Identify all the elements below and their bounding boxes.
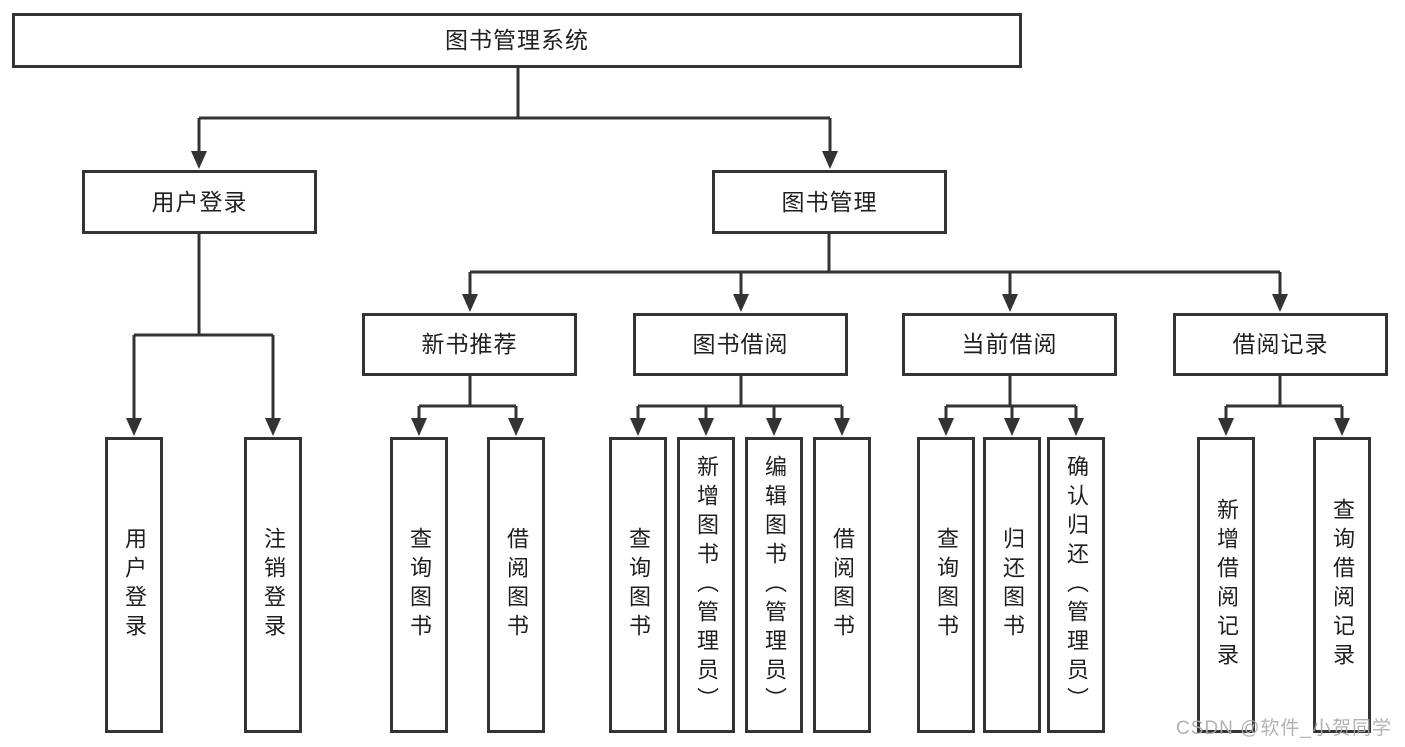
leaf-user-login: 用户登录 (105, 437, 163, 733)
arrowhead (698, 418, 714, 436)
arrowhead (508, 418, 524, 436)
leaf-query-books-borrow: 查询图书 (609, 437, 667, 733)
node-book-borrowing: 图书借阅 (633, 313, 848, 376)
arrowhead (1002, 294, 1018, 312)
node-book-management: 图书管理 (712, 170, 947, 234)
arrowhead (265, 418, 281, 436)
node-label: 当前借阅 (961, 331, 1058, 357)
leaf-label: 编辑图书（管理员） (762, 454, 787, 716)
connector-borrow-to-leaves (636, 376, 844, 419)
leaf-label: 新增图书（管理员） (694, 454, 719, 716)
node-label: 用户登录 (151, 188, 248, 215)
leaf-label: 借阅图书 (504, 527, 529, 643)
leaf-logout: 注销登录 (244, 437, 302, 733)
leaf-return-books: 归还图书 (983, 437, 1041, 733)
leaf-label: 新增借阅记录 (1214, 498, 1239, 672)
node-current-borrowing: 当前借阅 (902, 313, 1117, 376)
leaf-add-books-admin: 新增图书（管理员） (677, 437, 735, 733)
leaf-borrow-books-newrec: 借阅图书 (487, 437, 545, 733)
arrowhead (1334, 418, 1350, 436)
leaf-edit-books-admin: 编辑图书（管理员） (745, 437, 803, 733)
node-user-login: 用户登录 (82, 170, 317, 234)
arrowhead (1272, 294, 1288, 312)
leaf-confirm-return-admin: 确认归还（管理员） (1047, 437, 1105, 733)
leaf-query-borrow-record: 查询借阅记录 (1313, 437, 1371, 733)
connector-current-to-leaves (944, 376, 1078, 419)
arrowhead (191, 151, 207, 169)
leaf-label: 用户登录 (122, 527, 147, 643)
arrowhead (462, 294, 478, 312)
node-new-book-recommend: 新书推荐 (362, 313, 577, 376)
arrowhead (822, 151, 838, 169)
connector-newbook-to-leaves (417, 376, 518, 419)
node-label: 新书推荐 (421, 331, 518, 357)
leaf-label: 查询图书 (407, 527, 432, 643)
node-label: 图书管理 (781, 188, 878, 215)
connector-bookmgmt-to-level3 (468, 234, 1282, 295)
arrowhead (766, 418, 782, 436)
leaf-label: 注销登录 (261, 527, 286, 643)
arrowhead (411, 418, 427, 436)
leaf-query-books-newrec: 查询图书 (390, 437, 448, 733)
csdn-watermark: CSDN @软件_小贺同学 (1176, 718, 1392, 739)
leaf-label: 查询图书 (934, 527, 959, 643)
arrowhead (1218, 418, 1234, 436)
node-label: 借阅记录 (1232, 331, 1329, 357)
connector-record-to-leaves (1224, 376, 1344, 419)
arrowhead (630, 418, 646, 436)
leaf-label: 归还图书 (1000, 527, 1025, 643)
arrowhead (938, 418, 954, 436)
leaf-label: 确认归还（管理员） (1064, 454, 1089, 716)
node-borrowing-records: 借阅记录 (1173, 313, 1388, 376)
leaf-borrow-books: 借阅图书 (813, 437, 871, 733)
arrowhead (1068, 418, 1084, 436)
leaf-label: 查询借阅记录 (1330, 498, 1355, 672)
arrowhead (1004, 418, 1020, 436)
leaf-label: 查询图书 (626, 527, 651, 643)
connector-root-to-level2 (197, 68, 832, 152)
node-library-management-system: 图书管理系统 (12, 13, 1022, 68)
node-label: 图书借阅 (692, 331, 789, 357)
leaf-query-books-current: 查询图书 (917, 437, 975, 733)
leaf-add-borrow-record: 新增借阅记录 (1197, 437, 1255, 733)
leaf-label: 借阅图书 (830, 527, 855, 643)
node-label: 图书管理系统 (445, 27, 589, 53)
arrowhead (126, 418, 142, 436)
connector-userlogin-to-leaves (132, 234, 275, 419)
arrowhead (733, 294, 749, 312)
arrowhead (834, 418, 850, 436)
